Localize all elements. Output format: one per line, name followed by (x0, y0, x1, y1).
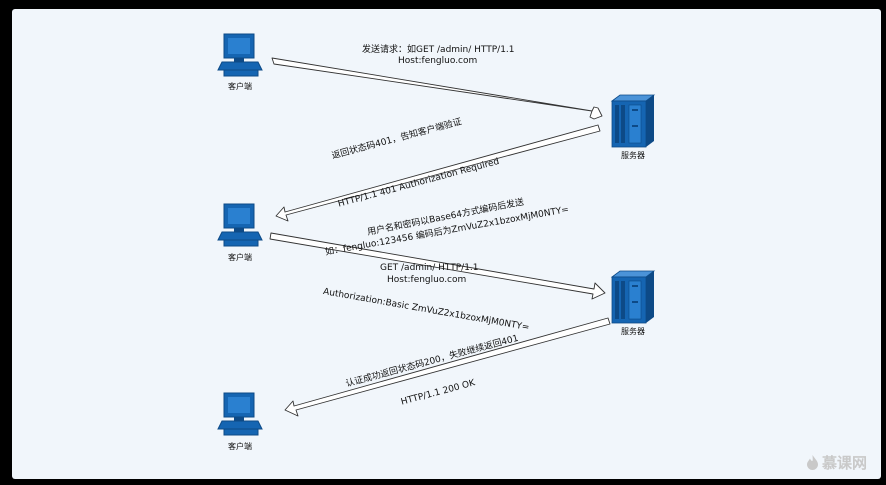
arrow-request-1 (271, 57, 603, 120)
watermark: 慕课网 (806, 452, 867, 473)
diagram-canvas: 客户端 客户端 客户端 服务器 服务器 发送请求：如GET /admin/ HT… (12, 9, 881, 479)
flame-logo-icon (806, 455, 819, 470)
request-2-get-line: GET /admin/ HTTP/1.1 (380, 263, 479, 273)
computer-icon (217, 33, 263, 77)
client-label: 客户端 (228, 442, 252, 451)
request-1-host: Host:fengluo.com (398, 56, 478, 66)
request-2-host: Host:fengluo.com (387, 275, 467, 285)
client-label: 客户端 (228, 253, 252, 262)
arrow-response-401 (275, 124, 601, 222)
server-label: 服务器 (621, 151, 645, 160)
computer-icon (217, 392, 263, 436)
computer-icon (217, 203, 263, 247)
arrow-request-2 (269, 232, 606, 300)
arrow-response-200 (284, 317, 611, 417)
server-label: 服务器 (621, 327, 645, 336)
client-label: 客户端 (228, 82, 252, 91)
server-icon (611, 94, 655, 148)
diagram-svg (217, 33, 655, 436)
request-1-description: 发送请求：如GET /admin/ HTTP/1.1 (362, 45, 515, 55)
server-icon (611, 270, 655, 324)
watermark-text: 慕课网 (821, 454, 867, 472)
